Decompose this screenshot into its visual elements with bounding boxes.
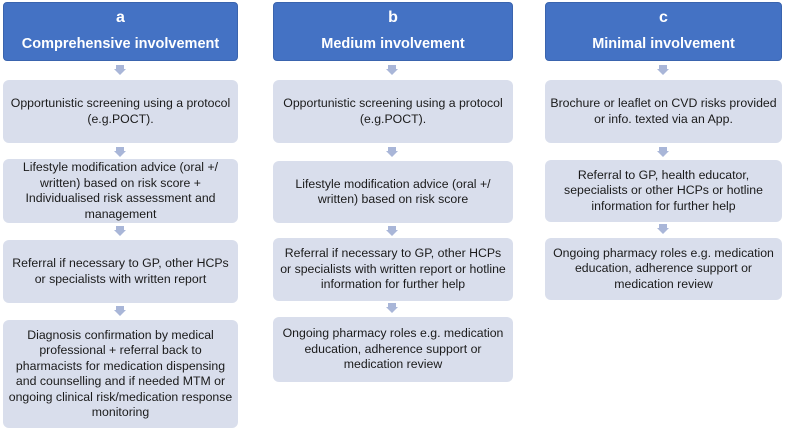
column-c-letter: c	[659, 9, 668, 26]
column-a-step-4: Diagnosis confirmation by medical profes…	[3, 320, 238, 428]
column-b-header: b Medium involvement	[273, 2, 513, 61]
column-b-step-1-text: Opportunistic screening using a protocol…	[283, 96, 503, 126]
column-b-step-4-text: Ongoing pharmacy roles e.g. medication e…	[282, 326, 504, 372]
column-a-step-3: Referral if necessary to GP, other HCPs …	[3, 240, 238, 303]
column-b-step-3: Referral if necessary to GP, other HCPs …	[273, 238, 513, 301]
column-c-header: c Minimal involvement	[545, 2, 782, 61]
column-b-step-3-text: Referral if necessary to GP, other HCPs …	[280, 246, 506, 292]
column-c-step-2: Referral to GP, health educator, sepecia…	[545, 160, 782, 222]
column-b-step-2-text: Lifestyle modification advice (oral +/ w…	[295, 176, 491, 207]
column-a-step-2-text: Lifestyle modification advice (oral +/ w…	[22, 160, 219, 221]
column-a-letter: a	[116, 9, 125, 26]
column-a-step-3-text: Referral if necessary to GP, other HCPs …	[12, 256, 229, 286]
column-a-header: a Comprehensive involvement	[3, 2, 238, 61]
column-c-step-1-text: Brochure or leaflet on CVD risks provide…	[550, 96, 777, 126]
column-a-title: Comprehensive involvement	[21, 36, 220, 52]
column-a-step-2: Lifestyle modification advice (oral +/ w…	[3, 159, 238, 223]
column-b-letter: b	[388, 9, 398, 26]
column-c-step-3: Ongoing pharmacy roles e.g. medication e…	[545, 238, 782, 300]
column-a-step-1-text: Opportunistic screening using a protocol…	[10, 96, 231, 126]
column-c-step-2-text: Referral to GP, health educator, sepecia…	[564, 167, 763, 213]
column-c-step-1: Brochure or leaflet on CVD risks provide…	[545, 80, 782, 143]
column-a-step-1: Opportunistic screening using a protocol…	[3, 80, 238, 143]
column-b-step-1: Opportunistic screening using a protocol…	[273, 80, 513, 143]
column-a-step-4-text: Diagnosis confirmation by medical profes…	[8, 327, 233, 420]
column-c-title: Minimal involvement	[592, 36, 735, 52]
column-b-step-4: Ongoing pharmacy roles e.g. medication e…	[273, 317, 513, 382]
column-b-title: Medium involvement	[321, 36, 465, 52]
column-c-step-3-text: Ongoing pharmacy roles e.g. medication e…	[553, 245, 774, 291]
column-b-step-2: Lifestyle modification advice (oral +/ w…	[273, 161, 513, 223]
